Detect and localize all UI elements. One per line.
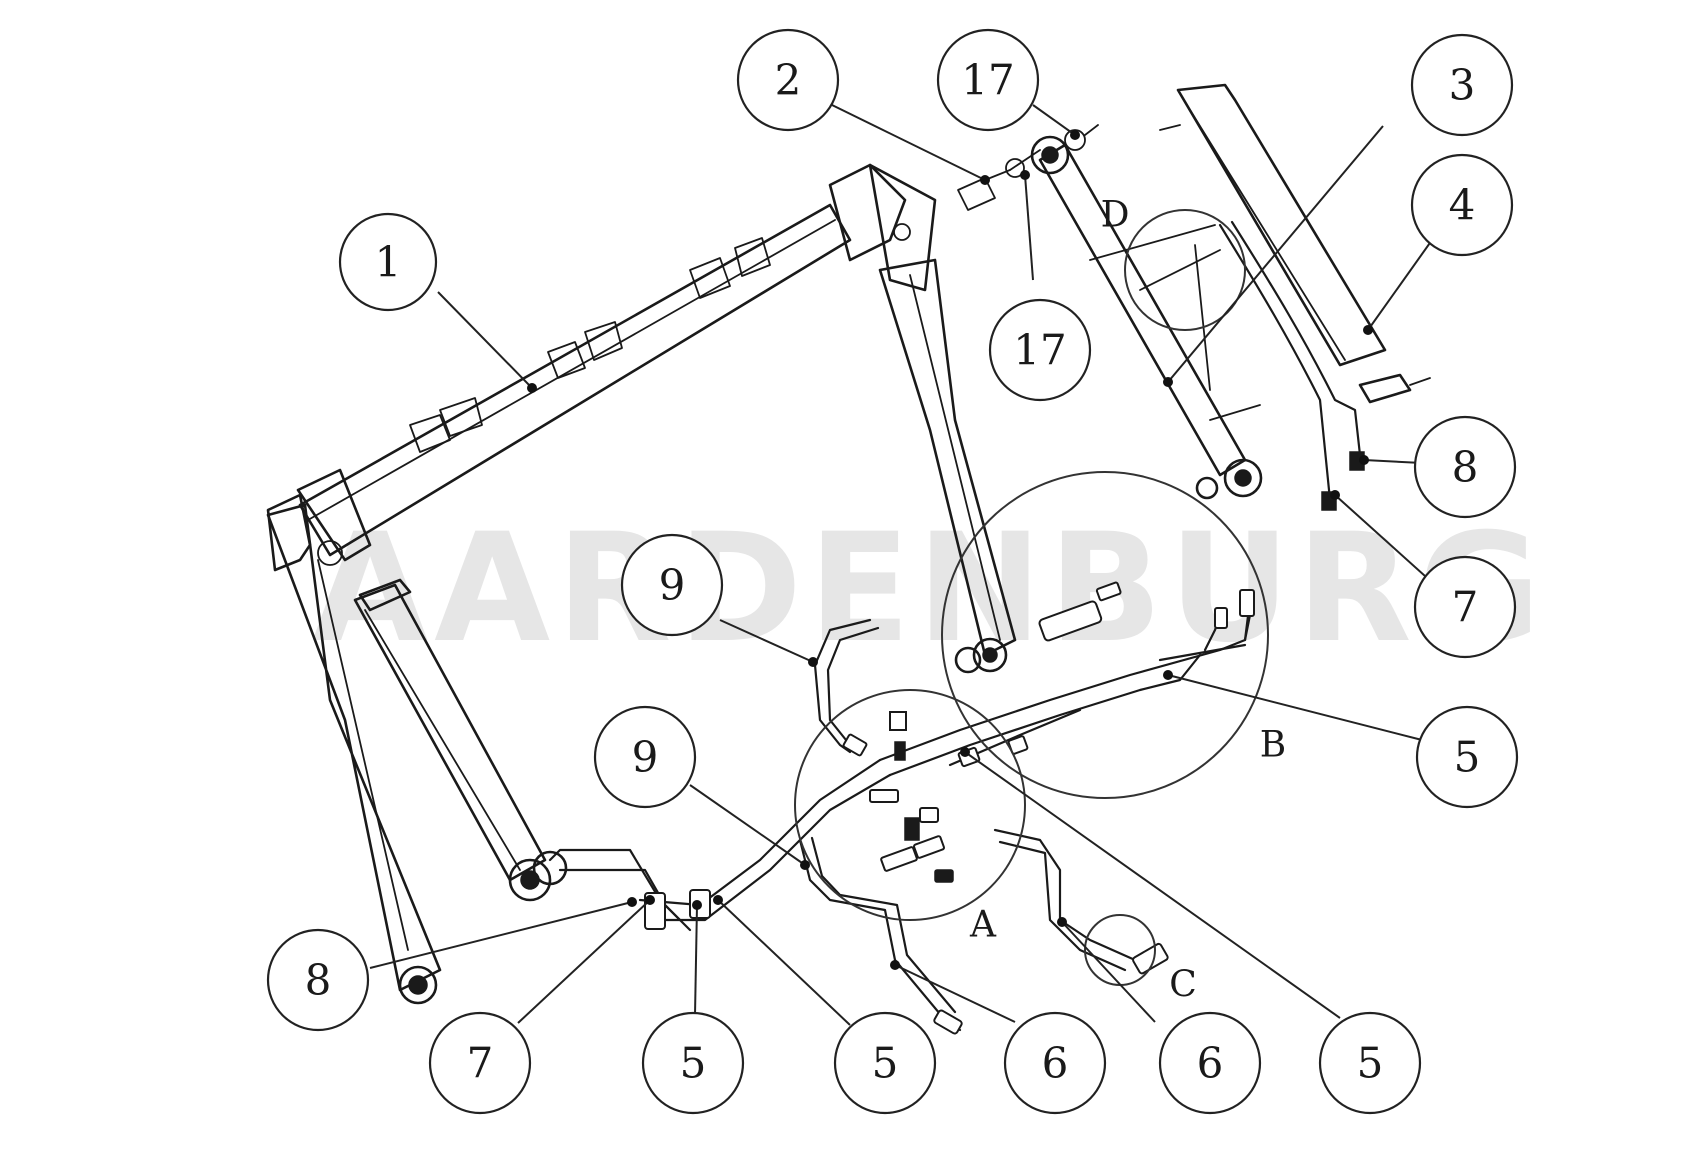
svg-text:1: 1 <box>375 238 402 287</box>
balloon-17-top: 17 <box>936 28 1040 132</box>
detail-label-D: D <box>1101 195 1130 236</box>
svg-text:2: 2 <box>775 56 802 105</box>
hose-lines <box>548 598 1252 1032</box>
watermark-text: AARDENBURG <box>312 502 1547 676</box>
hose-fittings <box>644 581 1255 1035</box>
svg-text:17: 17 <box>1013 326 1066 375</box>
detail-circle-B <box>941 471 1269 799</box>
balloon-9-upper: 9 <box>620 533 724 637</box>
detail-label-C: C <box>1169 965 1197 1006</box>
balloon-17-lower: 17 <box>988 298 1092 402</box>
detail-circle-A <box>794 689 1026 921</box>
balloon-5-center: 5 <box>833 1011 937 1115</box>
svg-text:7: 7 <box>467 1039 494 1088</box>
svg-text:5: 5 <box>680 1039 707 1088</box>
balloon-5-left: 5 <box>641 1011 745 1115</box>
detail-circle-D <box>1124 209 1246 331</box>
svg-text:5: 5 <box>872 1039 899 1088</box>
balloon-8-right: 8 <box>1413 415 1517 519</box>
balloon-9-lower: 9 <box>593 705 697 809</box>
detail-label-A: A <box>969 905 997 946</box>
balloon-8-left: 8 <box>266 928 370 1032</box>
right-cylinder-assembly <box>1009 83 1431 511</box>
svg-text:6: 6 <box>1197 1039 1224 1088</box>
balloon-7-left: 7 <box>428 1011 532 1115</box>
detail-label-B: B <box>1260 725 1286 766</box>
balloon-6-right: 6 <box>1158 1011 1262 1115</box>
balloon-5-bottom-right: 5 <box>1318 1011 1422 1115</box>
svg-text:8: 8 <box>1452 443 1479 492</box>
balloon-5-right: 5 <box>1415 705 1519 809</box>
svg-text:7: 7 <box>1452 583 1479 632</box>
balloon-1: 1 <box>338 212 438 312</box>
svg-text:5: 5 <box>1454 733 1481 782</box>
svg-text:9: 9 <box>659 561 686 610</box>
svg-text:6: 6 <box>1042 1039 1069 1088</box>
detail-circle-C <box>1084 914 1156 986</box>
balloon-6-left: 6 <box>1003 1011 1107 1115</box>
part-balloons: 1 2 17 17 3 4 8 7 <box>266 28 1519 1115</box>
balloon-2: 2 <box>736 28 840 132</box>
main-frame <box>266 163 1017 1005</box>
svg-text:17: 17 <box>961 56 1014 105</box>
balloon-3: 3 <box>1410 33 1514 137</box>
svg-text:9: 9 <box>632 733 659 782</box>
svg-text:3: 3 <box>1449 61 1476 110</box>
balloon-7-right: 7 <box>1413 555 1517 659</box>
balloon-4: 4 <box>1410 153 1514 257</box>
leader-lines <box>369 104 1436 1026</box>
detail-circles: A B C D <box>794 195 1286 1006</box>
svg-text:5: 5 <box>1357 1039 1384 1088</box>
svg-text:8: 8 <box>305 956 332 1005</box>
svg-text:4: 4 <box>1449 181 1476 230</box>
left-hydraulic-cylinder <box>353 578 568 902</box>
